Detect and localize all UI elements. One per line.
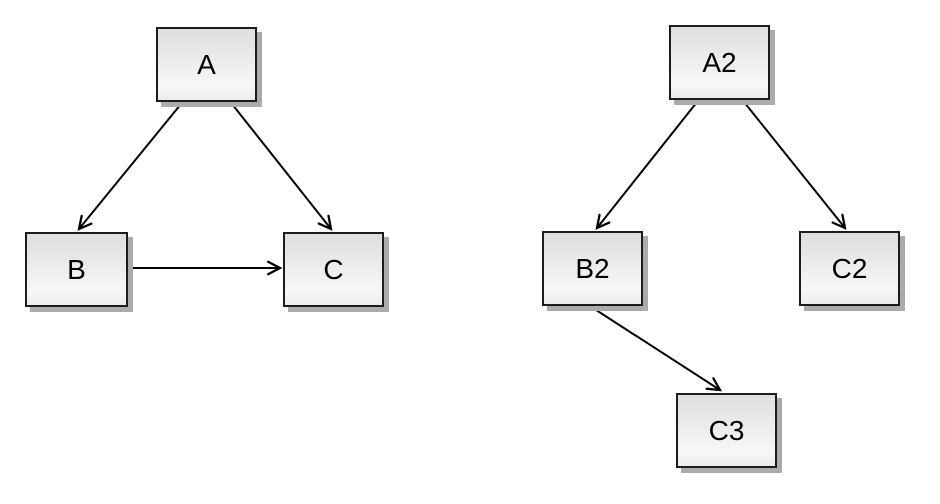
node-B-label: B: [67, 253, 86, 285]
node-C-label: C: [323, 253, 344, 285]
edge-A2-B2: [595, 101, 698, 230]
node-C2: C2: [799, 231, 900, 306]
node-A: A: [156, 27, 257, 102]
node-C: C: [283, 232, 384, 307]
node-A2: A2: [669, 25, 770, 100]
node-B2: B2: [542, 231, 643, 306]
edge-A2-C2: [743, 101, 847, 230]
node-C2-label: C2: [831, 252, 868, 284]
node-B: B: [25, 232, 128, 307]
edge-A-C: [231, 103, 333, 231]
node-A-label: A: [197, 48, 216, 80]
node-C3: C3: [676, 393, 777, 468]
node-C3-label: C3: [708, 414, 745, 446]
node-B2-label: B2: [575, 252, 610, 284]
edge-A-B: [77, 103, 182, 231]
edge-B2-C3: [592, 307, 723, 392]
node-A2-label: A2: [702, 46, 737, 78]
